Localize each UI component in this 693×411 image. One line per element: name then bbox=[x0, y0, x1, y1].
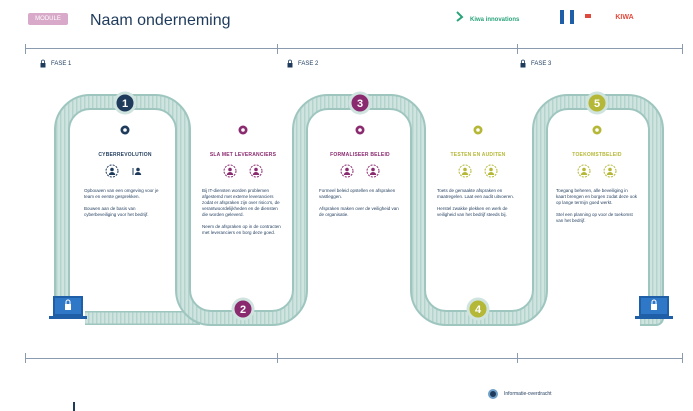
laptop-lock-icon-end bbox=[635, 296, 673, 319]
step-text: Bij IT-diensten worden problemen afgeste… bbox=[202, 188, 284, 236]
step-title: CYBERREVOLUTION bbox=[98, 152, 152, 158]
step-text-line: Opbouwen van een omgeving voor je team e… bbox=[84, 188, 159, 199]
step-column-4: TESTEN EN AUDITEN Toets de gemaakte afsp… bbox=[437, 152, 519, 224]
lock-icon bbox=[40, 59, 46, 68]
phase-label: FASE 3 bbox=[531, 60, 552, 67]
step-title: SLA MET LEVERANCIERS bbox=[209, 152, 277, 158]
step-text-line: Bij IT-diensten worden problemen afgeste… bbox=[202, 188, 280, 217]
timeline-tick bbox=[682, 353, 683, 363]
step-column-3: FORMALISEER BELEID Formeel beleid opstel… bbox=[319, 152, 401, 224]
step-icon-1 bbox=[120, 125, 130, 135]
step-text-line: Neem de afspraken op in de contracten me… bbox=[202, 224, 281, 235]
brand-secondary: KIWA bbox=[560, 10, 680, 28]
svg-text:3: 3 bbox=[357, 98, 363, 110]
person-icon bbox=[366, 164, 380, 178]
person-icon bbox=[249, 164, 263, 178]
svg-text:4: 4 bbox=[475, 304, 482, 316]
module-tag: MODULE bbox=[28, 13, 68, 25]
step-badge-4: 4 bbox=[466, 297, 490, 321]
lock-icon bbox=[287, 59, 293, 68]
step-avatars bbox=[319, 164, 401, 178]
step-text: Opbouwen van een omgeving voor je team e… bbox=[84, 188, 166, 218]
brand-primary: Kiwa innovations bbox=[470, 13, 519, 23]
person-icon bbox=[340, 164, 354, 178]
legend: Informatie-overdracht bbox=[488, 389, 552, 399]
step-column-1: CYBERREVOLUTION Opbouwen van een omgevin… bbox=[84, 152, 166, 224]
step-title: TOEKOMSTBELEID bbox=[572, 152, 622, 158]
person-icon bbox=[223, 164, 237, 178]
step-avatars bbox=[202, 164, 284, 178]
lock-icon bbox=[520, 59, 526, 68]
person-icon bbox=[458, 164, 472, 178]
timeline-tick bbox=[682, 44, 683, 54]
phase-3: FASE 3 bbox=[520, 59, 551, 68]
timeline-tick bbox=[517, 353, 518, 363]
person-icon bbox=[105, 164, 119, 178]
timeline-top bbox=[25, 48, 683, 49]
svg-text:5: 5 bbox=[594, 98, 600, 110]
laptop-lock-icon-start bbox=[49, 296, 87, 319]
svg-text:1: 1 bbox=[122, 98, 128, 110]
step-text: Formeel beleid opstellen en afspraken va… bbox=[319, 188, 401, 218]
step-text-line: Bouwen aan de basis van cyberbeveiliging… bbox=[84, 206, 149, 217]
step-icon-5 bbox=[592, 125, 602, 135]
page-title: Naam onderneming bbox=[90, 12, 231, 29]
step-badge-3: 3 bbox=[348, 91, 372, 115]
legend-label: Informatie-overdracht bbox=[504, 391, 552, 397]
step-title: FORMALISEER BELEID bbox=[330, 152, 390, 158]
brand-bar-icon bbox=[570, 10, 575, 24]
step-icon-3 bbox=[355, 125, 365, 135]
timeline-tick bbox=[25, 44, 26, 54]
step-text: Toets de gemaakte afspraken en maatregel… bbox=[437, 188, 519, 218]
step-text-line: Herstel zwakke plekken en werk de veilig… bbox=[437, 206, 508, 217]
step-avatars bbox=[84, 164, 166, 178]
phase-2: FASE 2 bbox=[287, 59, 318, 68]
person-icon bbox=[577, 164, 591, 178]
step-column-5: TOEKOMSTBELEID Toegang beheren, alle bev… bbox=[556, 152, 638, 230]
step-badge-5: 5 bbox=[585, 91, 609, 115]
person-icon bbox=[484, 164, 498, 178]
timeline-bottom bbox=[25, 358, 683, 359]
step-badge-1: 1 bbox=[113, 91, 137, 115]
step-column-2: SLA MET LEVERANCIERS Bij IT-diensten wor… bbox=[202, 152, 284, 242]
brand-bar-icon bbox=[560, 10, 564, 24]
brand-dash-icon bbox=[584, 14, 591, 18]
step-avatars bbox=[437, 164, 519, 178]
footer-mark bbox=[73, 402, 75, 411]
step-badge-2: 2 bbox=[231, 297, 255, 321]
step-text: Toegang beheren, alle beveiliging in kaa… bbox=[556, 188, 638, 224]
timeline-tick bbox=[25, 353, 26, 363]
person-icon bbox=[132, 167, 142, 175]
step-text-line: Stel een planning op voor de toekomst va… bbox=[556, 212, 633, 223]
brand-primary-text: Kiwa innovations bbox=[470, 17, 520, 23]
step-text-line: Formeel beleid opstellen en afspraken va… bbox=[319, 188, 396, 199]
brand-logo-icon bbox=[456, 11, 464, 22]
step-title: TESTEN EN AUDITEN bbox=[450, 152, 506, 158]
step-icon-4 bbox=[473, 125, 483, 135]
timeline-tick bbox=[517, 44, 518, 54]
phase-1: FASE 1 bbox=[40, 59, 71, 68]
step-icon-2 bbox=[238, 125, 248, 135]
brand-secondary-text: KIWA bbox=[615, 14, 634, 21]
timeline-tick bbox=[277, 353, 278, 363]
step-text-line: Toegang beheren, alle beveiliging in kaa… bbox=[556, 188, 638, 205]
step-avatars bbox=[556, 164, 638, 178]
timeline-tick bbox=[277, 44, 278, 54]
svg-text:2: 2 bbox=[240, 304, 246, 316]
step-text-line: Toets de gemaakte afspraken en maatregel… bbox=[437, 188, 515, 199]
person-icon bbox=[603, 164, 617, 178]
phase-label: FASE 1 bbox=[51, 60, 72, 67]
phase-label: FASE 2 bbox=[298, 60, 319, 67]
step-text-line: Afspraken maken over de veiligheid van d… bbox=[319, 206, 399, 217]
legend-dot-icon bbox=[488, 389, 498, 399]
